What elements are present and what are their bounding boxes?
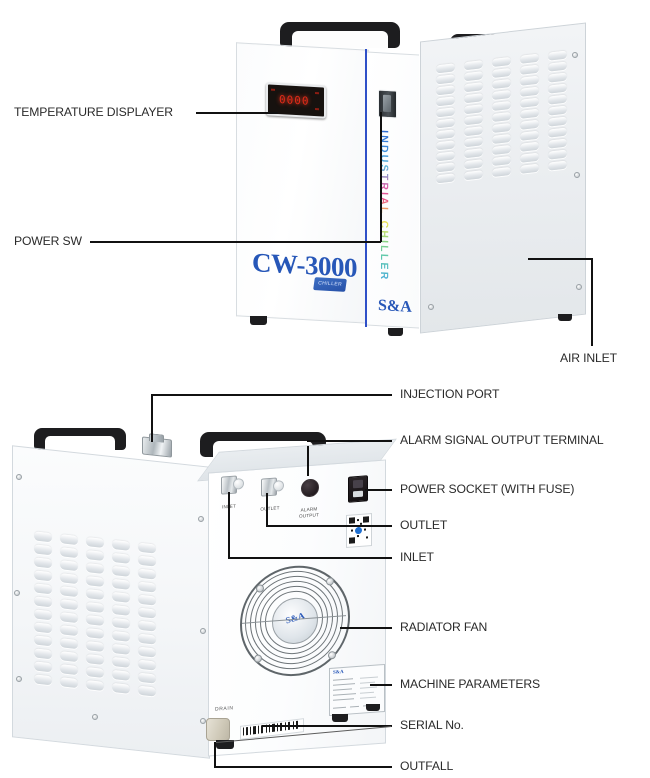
panel-screw: [14, 590, 20, 596]
injection-port[interactable]: [142, 436, 172, 458]
leader-injection-port-horizontal: [151, 394, 392, 396]
callout-alarm-signal-terminal: ALARM SIGNAL OUTPUT TERMINAL: [400, 433, 604, 447]
spec-plate-brand: S&A: [333, 669, 344, 676]
leader-injection-port-vertical: [151, 394, 153, 442]
leader-alarm-vertical: [307, 446, 309, 476]
chiller-foot: [558, 314, 572, 321]
chiller-foot: [366, 704, 380, 711]
panel-screw: [16, 474, 22, 480]
carry-handle-left: [34, 428, 126, 450]
panel-screw: [92, 714, 98, 720]
panel-screw: [428, 304, 434, 310]
carry-handle-front: [280, 22, 400, 48]
callout-radiator-fan: RADIATOR FAN: [400, 620, 488, 634]
model-badge: CHILLER: [313, 277, 347, 292]
temperature-value: 0000: [279, 93, 310, 108]
callout-temperature-displayer: TEMPERATURE DISPLAYER: [14, 105, 173, 119]
leader-outfall-vertical: [214, 742, 216, 766]
leader-power-sw-horizontal: [90, 241, 381, 243]
leader-inlet-vertical: [228, 492, 230, 557]
blue-pinstripe: [365, 48, 367, 328]
leader-alarm-horizontal: [307, 440, 392, 442]
chiller-rear-view: INLET OUTLET ALARM OUTPUT: [2, 418, 402, 774]
louver-grid-bottom: [34, 531, 156, 697]
callout-power-socket: POWER SOCKET (WITH FUSE): [400, 482, 575, 496]
callout-power-sw: POWER SW: [14, 234, 82, 248]
panel-screw: [198, 516, 204, 522]
panel-screw: [572, 52, 578, 58]
louver-grid-top: [436, 50, 567, 184]
leader-machine-parameters: [370, 684, 392, 686]
outfall-drain-valve[interactable]: [206, 718, 230, 741]
leader-power-socket: [365, 489, 392, 491]
leader-power-sw-vertical: [380, 112, 382, 242]
callout-injection-port: INJECTION PORT: [400, 387, 500, 401]
panel-screw: [574, 172, 580, 178]
callout-air-inlet: AIR INLET: [560, 351, 617, 365]
radiator-fan: S&A: [240, 561, 350, 680]
qr-code-sticker: [346, 513, 372, 548]
leader-temperature-displayer: [196, 112, 278, 114]
callout-serial-no: SERIAL No.: [400, 718, 464, 732]
callout-inlet: INLET: [400, 550, 434, 564]
leader-inlet-horizontal: [228, 557, 392, 559]
panel-screw: [576, 284, 582, 290]
callout-outfall: OUTFALL: [400, 759, 454, 773]
panel-screw: [200, 628, 206, 634]
leader-air-inlet-horizontal: [528, 258, 592, 260]
alarm-output-panel-marking: ALARM OUTPUT: [294, 506, 324, 520]
panel-screw: [200, 718, 206, 724]
panel-screw: [16, 676, 22, 682]
chiller-foot: [332, 714, 348, 722]
alarm-marking-line2: OUTPUT: [298, 511, 320, 519]
chiller-front-view: 0000 INDUSTRIAL CHILLER CW-3000 CHILLER …: [228, 22, 588, 342]
brand-logo: S&A: [378, 297, 412, 316]
leader-outlet-vertical: [266, 493, 268, 525]
leader-air-inlet-vertical: [591, 258, 593, 346]
outlet-port[interactable]: [261, 477, 284, 497]
chiller-foot: [388, 328, 403, 336]
model-badge-text: CHILLER: [317, 280, 343, 288]
callout-outlet: OUTLET: [400, 518, 448, 532]
leader-serial-no: [262, 725, 392, 727]
leader-outfall-horizontal: [214, 766, 392, 768]
chiller-foot: [216, 740, 234, 749]
chiller-foot: [250, 316, 267, 325]
leader-radiator-fan: [340, 627, 392, 629]
callout-machine-parameters: MACHINE PARAMETERS: [400, 677, 540, 691]
leader-outlet-horizontal: [266, 525, 392, 527]
fan-screw: [328, 650, 336, 660]
